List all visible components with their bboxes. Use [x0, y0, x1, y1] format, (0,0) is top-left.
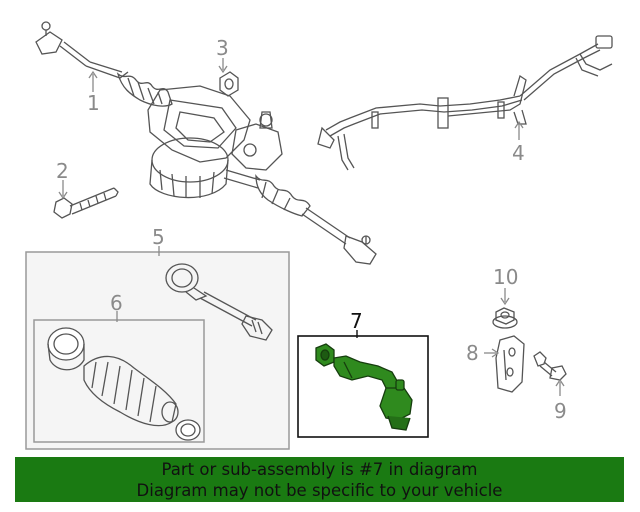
wiring-harness[interactable]: [317, 35, 613, 171]
mounting-bracket[interactable]: [495, 335, 525, 393]
info-banner: Part or sub-assembly is #7 in diagram Di…: [15, 457, 624, 502]
callout-1[interactable]: 1: [87, 91, 100, 115]
callout-10[interactable]: 10: [493, 265, 518, 289]
bracket-bolt[interactable]: [533, 351, 567, 381]
callout-5[interactable]: 5: [152, 225, 165, 249]
banner-line-disclaimer: Diagram may not be specific to your vehi…: [136, 481, 503, 500]
steering-rack-assembly[interactable]: [35, 21, 377, 265]
banner-line-part: Part or sub-assembly is #7 in diagram: [161, 460, 478, 479]
mounting-nut[interactable]: [219, 71, 239, 97]
callout-9[interactable]: 9: [554, 399, 567, 423]
callout-8[interactable]: 8: [466, 341, 479, 365]
callout-4[interactable]: 4: [512, 141, 525, 165]
outer-tie-rod-end[interactable]: [315, 343, 413, 431]
callout-7[interactable]: 7: [350, 309, 363, 333]
callout-2[interactable]: 2: [56, 159, 69, 183]
callout-6[interactable]: 6: [110, 291, 123, 315]
flange-nut[interactable]: [492, 307, 518, 329]
steering-boot[interactable]: [47, 327, 201, 441]
leader-lines: [58, 58, 565, 396]
inner-tie-rod[interactable]: [165, 263, 273, 341]
parts-diagram: 1 2 3 4 5 6 7 8 9 10: [25, 21, 613, 450]
callout-3[interactable]: 3: [216, 36, 229, 60]
mounting-bolt[interactable]: [53, 187, 119, 219]
